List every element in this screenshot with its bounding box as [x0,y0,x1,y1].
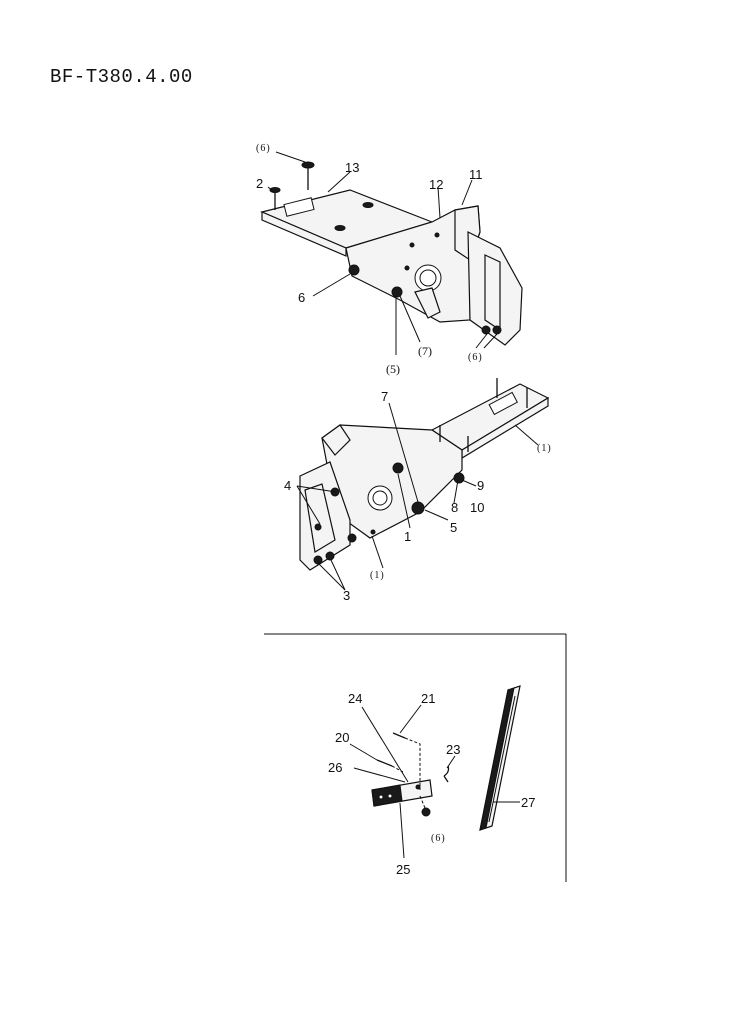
top-bracket-hole [414,264,442,292]
callout-11: 11 [469,167,483,182]
callout-10: 10 [470,500,484,515]
nut-6 [421,807,431,817]
callout-3: 3 [343,588,350,603]
callout-5-paren: (5) [386,362,400,376]
top-leader-lines [267,151,498,355]
top-plate-slot [283,197,315,217]
document-code: BF-T380.4.00 [50,66,193,88]
top-bolts [269,161,502,335]
callout-27: 27 [521,795,535,810]
callout-25: 25 [396,862,410,877]
callout-12: 12 [429,177,443,192]
callout-13: 13 [345,160,359,175]
callout-6-paren-detail: (6) [431,833,446,844]
callout-5: 5 [450,520,457,535]
callout-6-bottom: (6) [468,352,483,363]
callout-1: 1 [404,529,411,544]
callout-20: 20 [335,730,349,745]
callout-7-paren: (7) [418,344,432,358]
callout-24: 24 [348,691,362,706]
middle-assembly: 7 (1) 4 9 8 10 5 1 (1) 3 [284,378,552,603]
callout-23: 23 [446,742,460,757]
callout-8: 8 [451,500,458,515]
middle-leader-lines [296,402,539,591]
callout-26: 26 [328,760,342,775]
callout-7: 7 [381,389,388,404]
callout-6-top: (6) [256,143,271,154]
callout-6: 6 [298,290,305,305]
callout-1-paren-bottom: (1) [370,570,385,581]
callout-9: 9 [477,478,484,493]
detail-panel: 24 21 20 23 26 27 (6) 25 [264,633,567,882]
middle-bracket-hole [367,485,393,511]
callout-1-paren-right: (1) [537,443,552,454]
callout-21: 21 [421,691,435,706]
middle-plate-slot [488,391,518,416]
pin-20 [376,759,393,767]
detail-leader-lines [349,704,520,859]
callout-2: 2 [256,176,263,191]
top-assembly: (6) 13 2 12 11 6 (5) (7) (6) [256,143,523,376]
pin-21 [392,732,406,739]
clip-23 [443,765,450,783]
callout-4: 4 [284,478,291,493]
